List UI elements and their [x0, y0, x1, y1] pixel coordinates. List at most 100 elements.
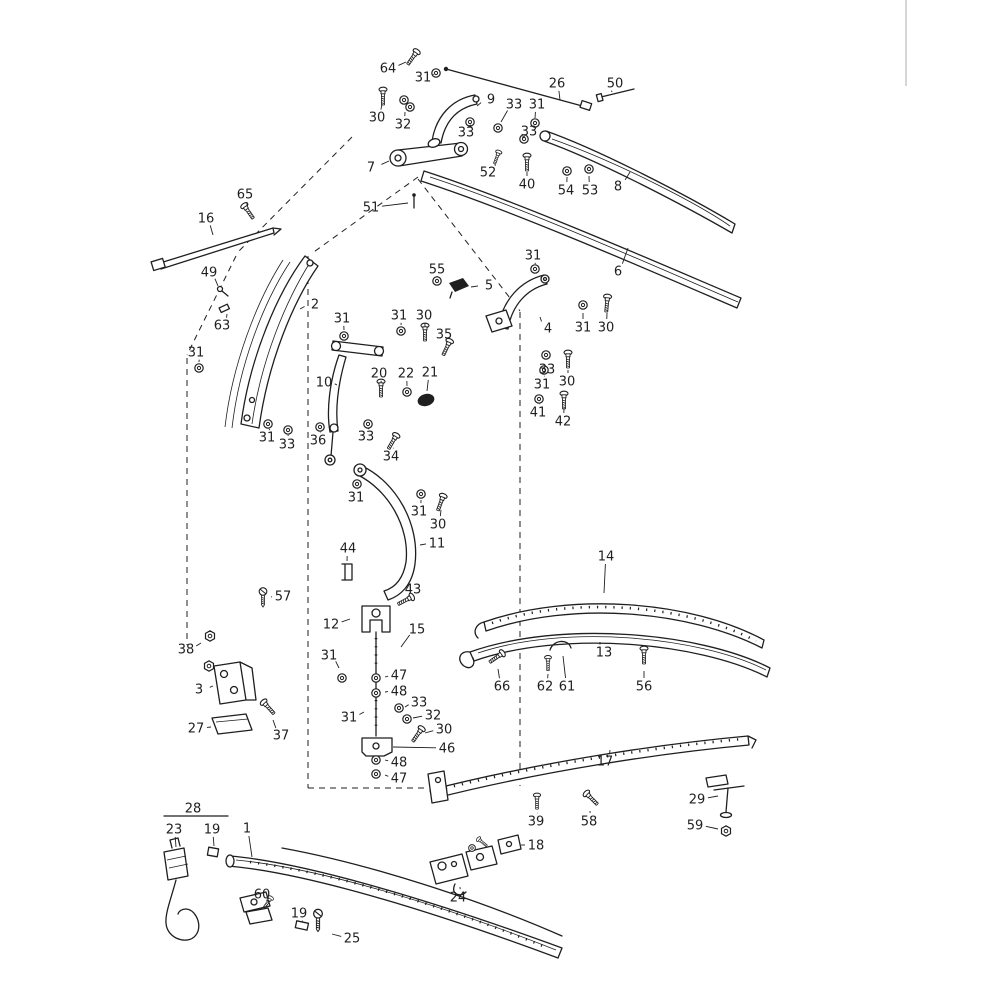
part-label-18[interactable]: 18: [528, 839, 545, 854]
part-label-33[interactable]: 33: [458, 126, 475, 141]
part-label-49[interactable]: 49: [201, 266, 218, 281]
leader-line: [341, 618, 351, 623]
washer-symbol: [352, 479, 362, 489]
part-label-61[interactable]: 61: [559, 680, 576, 695]
part-label-30[interactable]: 30: [430, 518, 447, 533]
part-label-22[interactable]: 22: [398, 367, 415, 382]
part-label-10[interactable]: 10: [316, 376, 333, 391]
part-label-8[interactable]: 8: [614, 180, 622, 195]
part-label-48[interactable]: 48: [391, 756, 408, 771]
part-label-6[interactable]: 6: [614, 265, 622, 280]
part-label-50[interactable]: 50: [607, 77, 624, 92]
part-label-41[interactable]: 41: [530, 406, 547, 421]
part-label-32[interactable]: 32: [395, 118, 412, 133]
part-label-31[interactable]: 31: [529, 98, 546, 113]
part-label-31[interactable]: 31: [341, 711, 358, 726]
part-label-13[interactable]: 13: [596, 646, 613, 661]
part-label-19[interactable]: 19: [204, 823, 221, 838]
part-label-19[interactable]: 19: [291, 907, 308, 922]
part-label-47[interactable]: 47: [391, 772, 408, 787]
part-label-7[interactable]: 7: [367, 161, 375, 176]
part-label-36[interactable]: 36: [310, 434, 327, 449]
part-label-1[interactable]: 1: [243, 822, 251, 837]
part-label-60[interactable]: 60: [254, 888, 271, 903]
leader-line: [470, 285, 479, 288]
part-label-33[interactable]: 33: [521, 125, 538, 140]
part-label-40[interactable]: 40: [519, 178, 536, 193]
part-label-31[interactable]: 31: [575, 321, 592, 336]
part-label-21[interactable]: 21: [422, 366, 439, 381]
part-label-65[interactable]: 65: [237, 188, 254, 203]
part-label-25[interactable]: 25: [344, 932, 361, 947]
leader-line: [426, 379, 429, 392]
part-label-48[interactable]: 48: [391, 685, 408, 700]
part-label-31[interactable]: 31: [348, 491, 365, 506]
leader-line: [432, 73, 434, 75]
part-label-3[interactable]: 3: [195, 683, 203, 698]
part-label-32[interactable]: 32: [425, 709, 442, 724]
part-label-34[interactable]: 34: [383, 450, 400, 465]
part-label-30[interactable]: 30: [436, 723, 453, 738]
part-label-2[interactable]: 2: [311, 298, 319, 313]
part-label-30[interactable]: 30: [598, 321, 615, 336]
part-label-15[interactable]: 15: [409, 623, 426, 638]
part-label-46[interactable]: 46: [439, 742, 456, 757]
part-label-14[interactable]: 14: [598, 550, 615, 565]
part-4-hinge-arm: [485, 274, 550, 333]
part-label-33[interactable]: 33: [411, 696, 428, 711]
part-label-26[interactable]: 26: [549, 77, 566, 92]
part-label-33[interactable]: 33: [358, 430, 375, 445]
part-label-33[interactable]: 33: [539, 363, 556, 378]
part-label-17[interactable]: 17: [597, 755, 614, 770]
part-label-33[interactable]: 33: [279, 438, 296, 453]
part-label-57[interactable]: 57: [275, 590, 292, 605]
part-label-31[interactable]: 31: [534, 378, 551, 393]
part-label-23[interactable]: 23: [166, 823, 183, 838]
part-label-31[interactable]: 31: [334, 312, 351, 327]
part-label-16[interactable]: 16: [198, 212, 215, 227]
part-label-52[interactable]: 52: [480, 166, 497, 181]
part-label-47[interactable]: 47: [391, 669, 408, 684]
part-label-29[interactable]: 29: [689, 793, 706, 808]
part-label-37[interactable]: 37: [273, 729, 290, 744]
part-label-31[interactable]: 31: [411, 505, 428, 520]
part-label-64[interactable]: 64: [380, 62, 397, 77]
part-label-51[interactable]: 51: [363, 201, 380, 216]
part-label-35[interactable]: 35: [436, 328, 453, 343]
part-label-31[interactable]: 31: [525, 249, 542, 264]
part-label-31[interactable]: 31: [415, 71, 432, 86]
part-label-30[interactable]: 30: [416, 309, 433, 324]
part-label-55[interactable]: 55: [429, 263, 446, 278]
part-label-20[interactable]: 20: [371, 367, 388, 382]
part-label-30[interactable]: 30: [369, 111, 386, 126]
part-label-33[interactable]: 33: [506, 98, 523, 113]
part-label-31[interactable]: 31: [391, 309, 408, 324]
part-label-27[interactable]: 27: [188, 722, 205, 737]
part-label-63[interactable]: 63: [214, 319, 231, 334]
part-label-38[interactable]: 38: [178, 643, 195, 658]
part-label-43[interactable]: 43: [405, 583, 422, 598]
part-label-30[interactable]: 30: [559, 375, 576, 390]
part-label-59[interactable]: 59: [687, 819, 704, 834]
part-label-62[interactable]: 62: [537, 680, 554, 695]
part-label-54[interactable]: 54: [558, 184, 575, 199]
part-label-58[interactable]: 58: [581, 815, 598, 830]
part-label-39[interactable]: 39: [528, 815, 545, 830]
part-label-12[interactable]: 12: [323, 618, 340, 633]
part-label-5[interactable]: 5: [485, 279, 493, 294]
part-label-9[interactable]: 9: [487, 93, 495, 108]
part-label-56[interactable]: 56: [636, 680, 653, 695]
part-label-24[interactable]: 24: [450, 891, 467, 906]
part-label-31[interactable]: 31: [188, 346, 205, 361]
part-label-44[interactable]: 44: [340, 542, 357, 557]
part-label-31[interactable]: 31: [259, 431, 276, 446]
part-label-53[interactable]: 53: [582, 184, 599, 199]
part-61-wire-clip: [549, 640, 572, 651]
part-label-28[interactable]: 28: [185, 802, 202, 817]
part-label-66[interactable]: 66: [494, 680, 511, 695]
part-label-42[interactable]: 42: [555, 415, 572, 430]
leader-line: [476, 102, 482, 107]
part-label-11[interactable]: 11: [429, 537, 446, 552]
part-label-4[interactable]: 4: [544, 322, 552, 337]
part-label-31[interactable]: 31: [321, 649, 338, 664]
